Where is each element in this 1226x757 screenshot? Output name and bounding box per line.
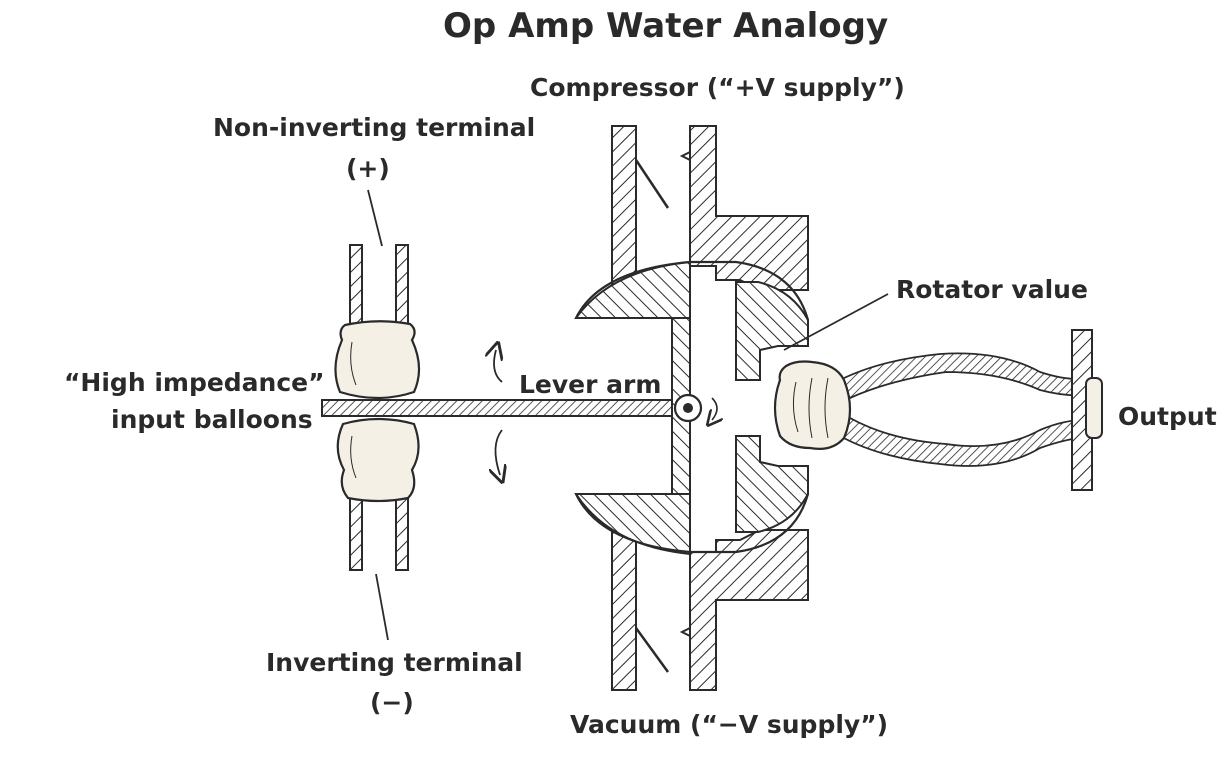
compressor-label: Compressor (“+V supply”) — [530, 73, 905, 102]
output-label: Output — [1118, 402, 1217, 431]
rotator-leader — [783, 293, 889, 351]
non-inverting-leader — [367, 189, 383, 247]
inverting-label: Inverting terminal — [266, 648, 523, 677]
high-impedance-label: “High impedance” — [64, 368, 325, 397]
inverting-leader — [375, 573, 389, 641]
inverting-sign: (−) — [370, 688, 414, 717]
diagram-title: Op Amp Water Analogy — [443, 6, 889, 46]
vacuum-label: Vacuum (“−V supply”) — [570, 710, 889, 739]
non-inverting-label: Non-inverting terminal — [213, 113, 536, 142]
rotation-arrow-up — [494, 350, 502, 383]
vacuum-flap — [634, 627, 670, 673]
input-balloon-top — [334, 320, 421, 400]
output-tube — [838, 329, 1103, 491]
input-balloon-bottom — [336, 417, 420, 503]
lever-arm-label: Lever arm — [519, 370, 662, 399]
rotator-valve — [574, 260, 810, 556]
lever-arm-bar — [321, 399, 681, 417]
non-inverting-pipe — [349, 244, 409, 326]
inverting-pipe — [349, 497, 409, 571]
rotator-connector — [773, 360, 852, 450]
rotator-label: Rotator value — [896, 275, 1088, 304]
input-balloons-label: input balloons — [111, 405, 313, 434]
rotation-arrow-down — [495, 429, 502, 475]
supply-pipe-walls — [611, 125, 809, 691]
compressor-flap — [634, 159, 670, 209]
non-inverting-sign: (+) — [346, 154, 390, 183]
